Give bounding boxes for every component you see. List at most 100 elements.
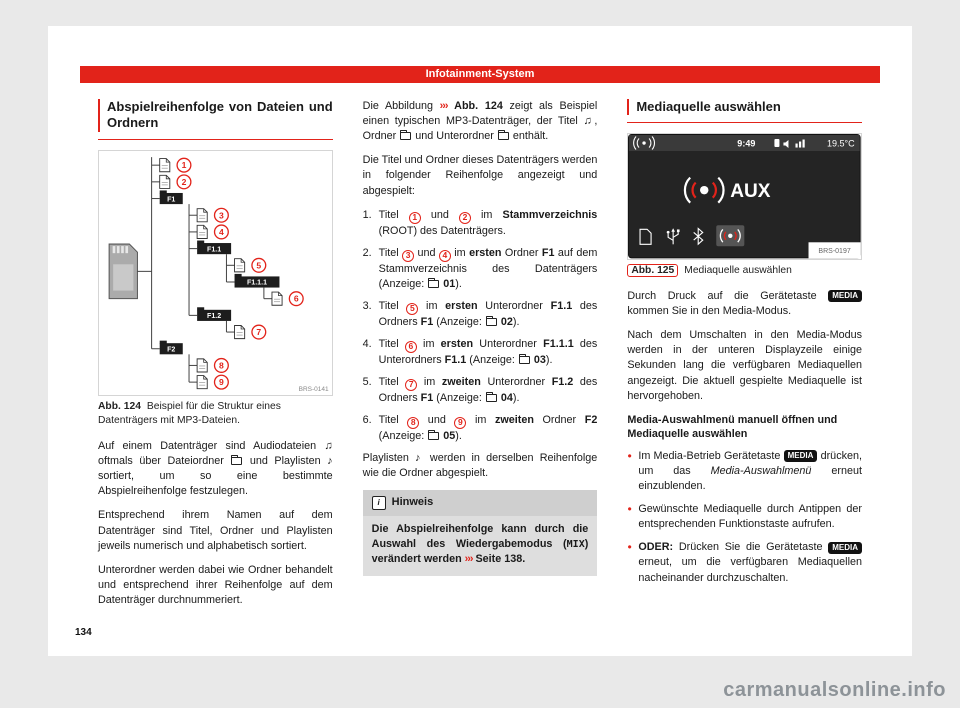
note-title: Hinweis — [391, 496, 434, 509]
svg-text:7: 7 — [256, 327, 261, 337]
hardkey-media: MEDIA — [828, 541, 862, 554]
list-item-number: 4. — [362, 337, 372, 350]
paragraph: Playlisten ♪ werden in derselben Reihenf… — [362, 452, 598, 480]
folder-icon — [428, 277, 440, 288]
ordered-list: 1.Titel 1 und 2 im Stammverzeichnis (ROO… — [363, 208, 598, 444]
paragraph: Auf einem Datenträger sind Audiodateien … — [98, 440, 333, 498]
infotainment-screen: 9:49 19.5°C — [628, 134, 861, 259]
svg-text:F1.2: F1.2 — [207, 312, 221, 320]
status-bar — [629, 135, 860, 152]
music-icon: ♫ — [583, 115, 595, 128]
figure-124-label: Abb. 124 — [98, 401, 141, 413]
bullet-marker: ● — [627, 504, 632, 514]
figure-125-caption: Abb. 125 Mediaquelle auswählen — [627, 263, 862, 277]
chapter-header: Infotainment-System — [80, 66, 880, 83]
paragraph: Nach dem Umschalten in den Media-Modus w… — [627, 329, 862, 402]
list-item-text: Titel 7 im zweiten Unterordner F1.2 des … — [378, 375, 598, 404]
sd-card-icon — [108, 243, 138, 299]
svg-text:F1: F1 — [167, 195, 175, 203]
list-item-text: Titel 3 und 4 im ersten Ordner F1 auf de… — [378, 246, 598, 290]
bullet-marker: ● — [627, 542, 632, 552]
page-number: 134 — [75, 627, 92, 638]
circled-number-8: 8 — [407, 416, 420, 429]
paragraph: Unterordner werden dabei wie Ordner beha… — [98, 563, 333, 607]
ordered-list-item: 3. Titel 5 im ersten Unterordner F1.1 des… — [363, 299, 598, 330]
music-icon: ♫ — [324, 440, 333, 453]
cross-reference-arrows: ››› — [439, 100, 449, 112]
usb-icon[interactable] — [667, 228, 680, 245]
svg-text:F1.1.1: F1.1.1 — [247, 278, 267, 286]
ordered-list-item: 4. Titel 6 im ersten Unterordner F1.1.1 d… — [363, 337, 598, 368]
bullet-text: Gewünschte Mediaquelle durch Antippen de… — [638, 503, 862, 531]
bullet-item: ● ODER: Drücken Sie die Gerätetaste MEDIA… — [627, 540, 862, 585]
cross-reference-arrows: ››› — [464, 552, 474, 565]
note-header: i Hinweis — [362, 490, 598, 516]
paragraph: Die Abbildung ››› Abb. 124 zeigt als Bei… — [362, 100, 598, 143]
section-heading-text: Mediaquelle auswählen — [627, 99, 862, 116]
folder-icon — [518, 353, 530, 364]
bluetooth-icon[interactable] — [693, 227, 704, 246]
screen-background — [628, 134, 861, 259]
manual-page: Infotainment-System Abspielreihenfolge v… — [48, 26, 912, 656]
list-item-number: 6. — [362, 414, 372, 426]
figure-125: 9:49 19.5°C — [627, 133, 862, 260]
sub-heading: Media-Auswahlmenü manuell öffnen und Med… — [627, 413, 838, 440]
bullet-marker: ● — [627, 450, 632, 460]
bullet-list: ●Im Media-Betrieb Gerätetaste MEDIA drüc… — [627, 449, 862, 586]
section-heading-abspielreihenfolge: Abspielreihenfolge von Dateien und Ordne… — [98, 99, 333, 140]
playlist-icon: ♪ — [415, 452, 424, 465]
source-label: AUX — [731, 181, 772, 202]
folder-icon — [485, 391, 497, 402]
aux-source-icon — [684, 177, 725, 204]
circled-number-7: 7 — [405, 378, 418, 391]
ordered-list-item: 2. Titel 3 und 4 im ersten Ordner F1 auf … — [363, 246, 598, 292]
three-column-layout: Abspielreihenfolge von Dateien und Ordne… — [48, 83, 912, 617]
section-heading-text: Abspielreihenfolge von Dateien und Ordne… — [98, 99, 333, 132]
folder-icon — [231, 455, 243, 466]
figure-code-background — [808, 242, 861, 259]
column-3: Mediaquelle auswählen 9:49 — [627, 99, 862, 617]
figure-125-code: BRS-0197 — [819, 248, 851, 255]
source-bar — [639, 225, 745, 247]
antenna-icon — [633, 136, 656, 151]
column-1: Abspielreihenfolge von Dateien und Ordne… — [98, 99, 333, 617]
media-source-icon[interactable] — [720, 229, 742, 243]
hardkey-media: MEDIA — [828, 290, 862, 303]
svg-text:8: 8 — [219, 360, 224, 370]
note-body: Die Abspielreihenfolge kann durch die Au… — [371, 522, 589, 565]
sd-card-icon[interactable] — [639, 228, 652, 246]
bullet-text: ODER: Drücken Sie die Gerätetaste MEDIA … — [638, 541, 862, 584]
ordered-list-item: 6. Titel 8 und 9 im zweiten Ordner F2 (An… — [363, 413, 598, 444]
figure-124-code: BRS-0141 — [296, 385, 331, 395]
paragraph: Entsprechend ihrem Namen auf dem Datentr… — [98, 509, 333, 552]
status-icons — [774, 139, 806, 149]
list-item-number: 3. — [362, 299, 372, 312]
watermark: carmanualsonline.info — [723, 679, 946, 701]
figure-124-caption-text: Beispiel für die Struktur eines Datenträ… — [98, 401, 281, 426]
svg-text:6: 6 — [294, 293, 299, 303]
figure-125-caption-text: Mediaquelle auswählen — [684, 264, 792, 276]
figure-125-label: Abb. 125 — [627, 263, 679, 277]
hardkey-media: MEDIA — [783, 450, 818, 463]
temperature: 19.5°C — [827, 139, 855, 149]
list-item-text: Titel 5 im ersten Unterordner F1.1 des O… — [378, 299, 598, 328]
note-box: i Hinweis Die Abspielreihenfolge kann du… — [362, 490, 598, 576]
svg-text:9: 9 — [219, 377, 224, 387]
column-2: Die Abbildung ››› Abb. 124 zeigt als Bei… — [362, 99, 598, 617]
list-item-text: Titel 6 im ersten Unterordner F1.1.1 des… — [378, 337, 598, 366]
circled-number-5: 5 — [406, 302, 419, 315]
list-item-number: 2. — [362, 246, 372, 259]
svg-text:4: 4 — [219, 226, 224, 236]
paragraph: Durch Druck auf die Gerätetaste MEDIA ko… — [627, 289, 862, 319]
list-item-text: Titel 8 und 9 im zweiten Ordner F2 (Anze… — [378, 414, 598, 442]
info-icon: i — [371, 495, 386, 510]
circled-number-2: 2 — [458, 211, 471, 224]
svg-text:1: 1 — [182, 160, 187, 170]
folder-icon — [400, 130, 412, 141]
circled-number-3: 3 — [402, 249, 415, 262]
svg-text:F2: F2 — [167, 345, 175, 353]
bullet-item: ●Im Media-Betrieb Gerätetaste MEDIA drüc… — [627, 449, 862, 494]
